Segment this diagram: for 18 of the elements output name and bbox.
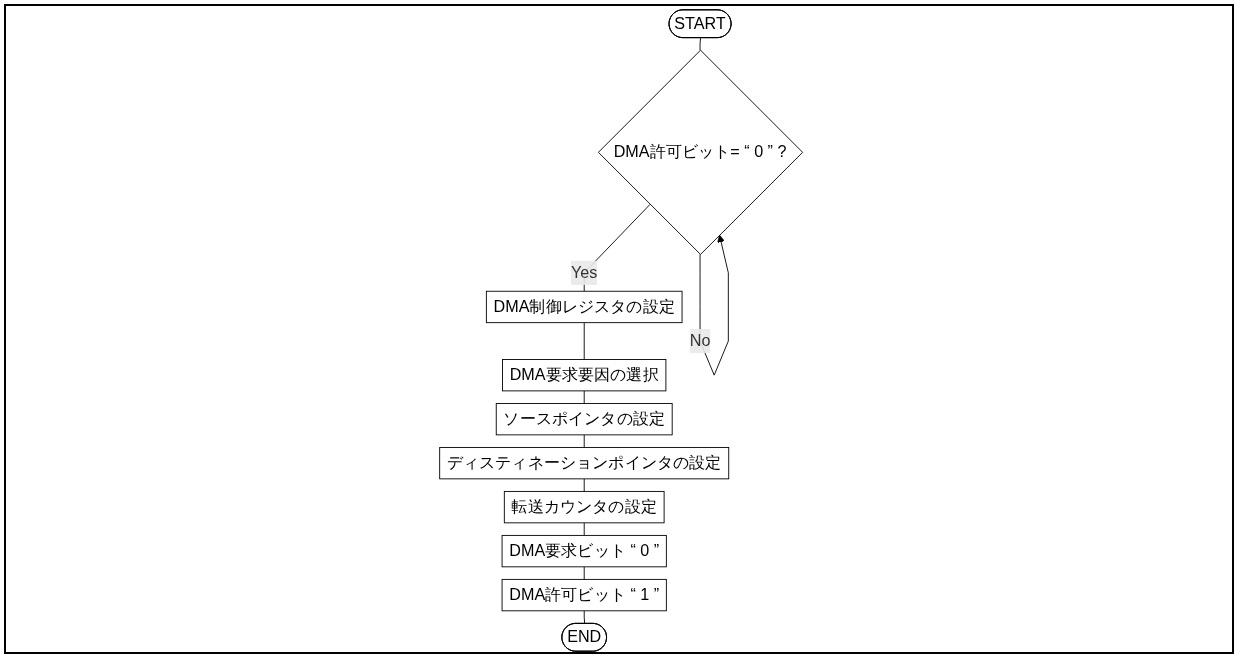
- connector: [583, 322, 585, 360]
- node-box: DMA制御レジスタの設定: [485, 290, 683, 324]
- connector: [583, 434, 585, 448]
- connector: [583, 566, 585, 580]
- edge-label: No: [689, 331, 711, 350]
- node-diamond: DMA許可ビット= “ 0 ” ?: [597, 49, 803, 255]
- node-box: DMA要求要因の選択: [501, 359, 667, 392]
- connector: [583, 478, 585, 492]
- node-box: DMA要求ビット “ 0 ”: [501, 534, 667, 568]
- edge-label: Yes: [570, 263, 598, 282]
- connector: [583, 522, 585, 536]
- node-box: ソースポインタの設定: [495, 403, 673, 436]
- connector: [699, 37, 701, 51]
- node-box: 転送カウンタの設定: [503, 490, 665, 524]
- connector: [583, 610, 585, 625]
- node-box: DMA許可ビット “ 1 ”: [501, 578, 667, 612]
- node-box: ディスティネーションポインタの設定: [439, 447, 730, 480]
- connector: [583, 390, 585, 404]
